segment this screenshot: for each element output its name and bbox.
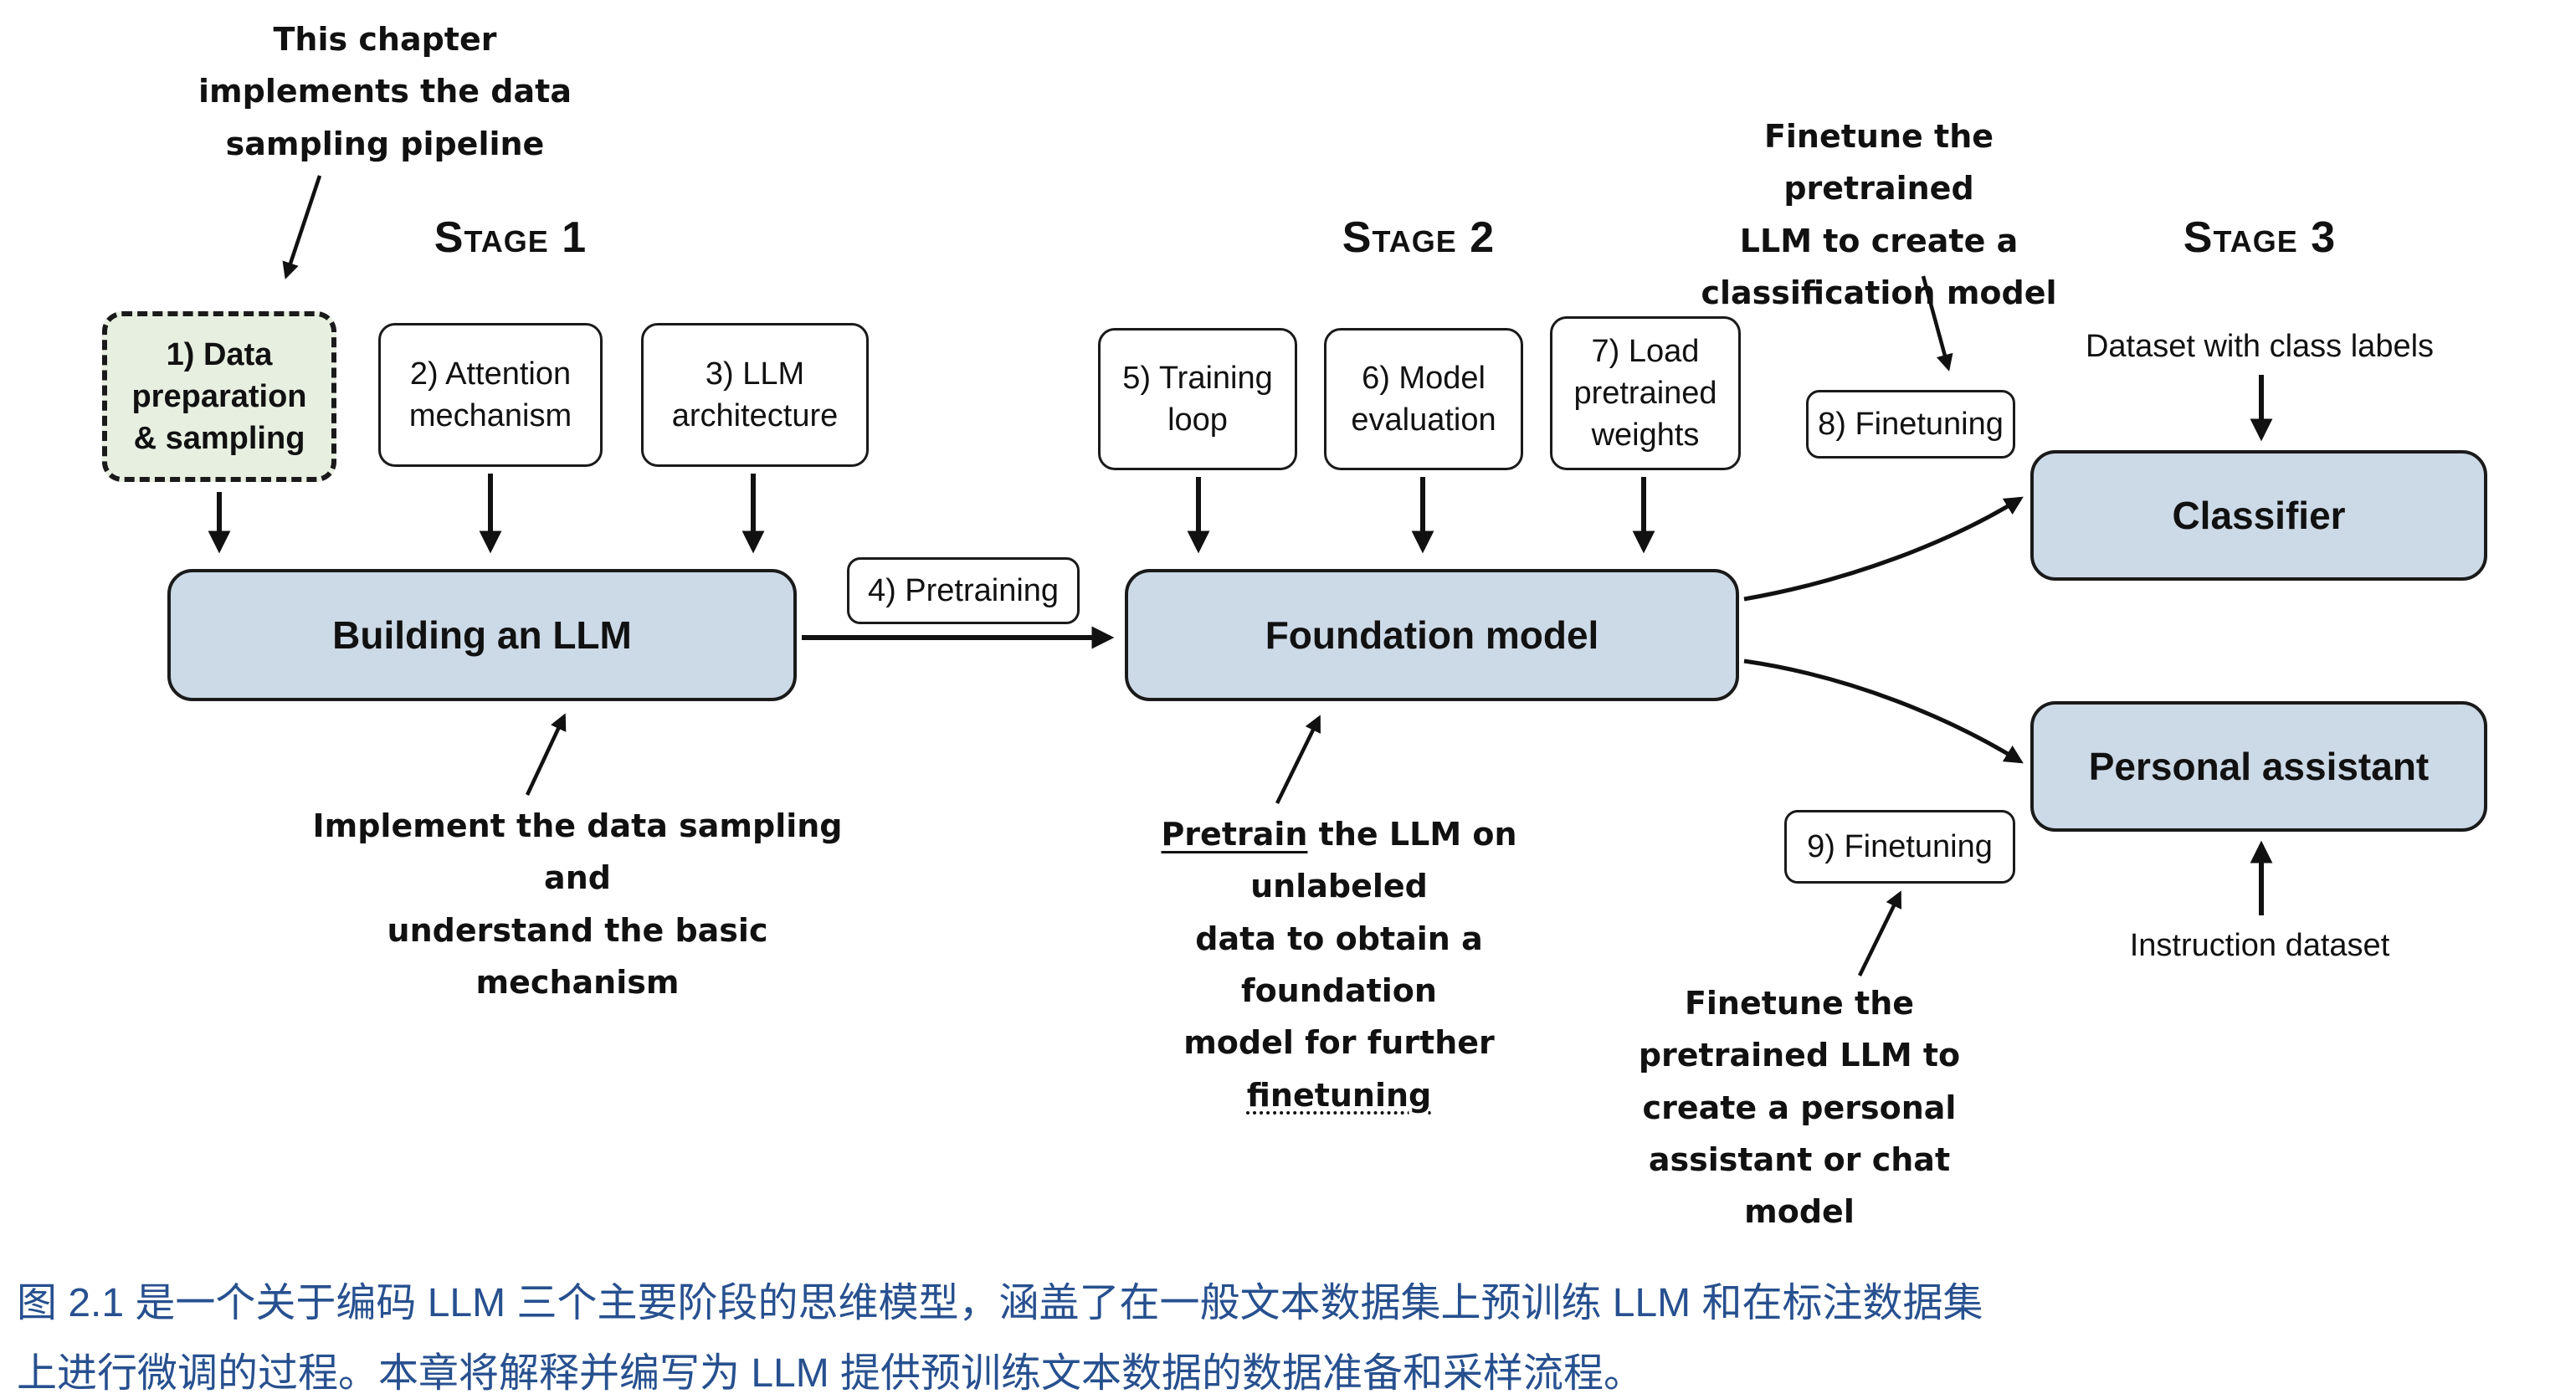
attention-mechanism-box: 2) Attention mechanism [378, 323, 603, 467]
model-evaluation-line1: 6) Model [1362, 360, 1486, 396]
figure-caption-line2: 上进行微调的过程。本章将解释并编写为 LLM 提供预训练文本数据的数据准备和采样… [17, 1350, 1645, 1396]
pretrain-underlined-word: Pretrain [1161, 816, 1308, 853]
finetuning9-label: 9) Finetuning [1807, 828, 1993, 864]
data-preparation-line2: preparation [131, 378, 307, 414]
finetuning8-box: 8) Finetuning [1806, 390, 2015, 459]
chapter-note-line1: This chapter [273, 21, 497, 58]
pretrain-note: Pretrain the LLM on unlabeled data to ob… [1096, 808, 1582, 1121]
assistant-note-line4: assistant or chat model [1648, 1140, 1951, 1231]
assistant-note-line1: Finetune the [1684, 985, 1915, 1022]
classification-note-line3: classification model [1701, 274, 2057, 311]
arrow-foundation-to-classifier [1743, 496, 2024, 602]
classifier-label: Classifier [2172, 493, 2346, 537]
building-llm-box: Building an LLM [167, 569, 797, 701]
stage3-heading: Stage 3 [2183, 213, 2337, 262]
arrow-chapter-note-to-data-prep [282, 175, 322, 279]
arrow-implement-note-to-building [525, 713, 567, 796]
personal-assistant-box: Personal assistant [2030, 701, 2487, 832]
classifier-box: Classifier [2030, 450, 2487, 581]
pretraining-label: 4) Pretraining [867, 572, 1060, 608]
architecture-line1: 3) LLM [705, 356, 805, 392]
instruction-dataset-text: Instruction dataset [2129, 928, 2390, 963]
assistant-note: Finetune the pretrained LLM to create a … [1600, 977, 1999, 1238]
dataset-class-labels-text: Dataset with class labels [2085, 329, 2435, 364]
arrow-assistant-note-to-finetuning9 [1857, 890, 1902, 976]
stage2-heading: Stage 2 [1342, 213, 1496, 262]
pretraining-box: 4) Pretraining [847, 557, 1080, 624]
pretrain-note-line1-rest: the LLM on unlabeled [1250, 816, 1517, 905]
llm-architecture-box: 3) LLM architecture [641, 323, 869, 467]
arrow-foundation-to-personal-assistant [1743, 659, 2024, 764]
building-llm-label: Building an LLM [332, 612, 632, 657]
finetuning-underlined-word: finetuning [1246, 1076, 1432, 1114]
data-preparation-line3: & sampling [133, 421, 305, 457]
model-evaluation-line2: evaluation [1351, 402, 1496, 438]
attention-line2: mechanism [408, 398, 572, 433]
foundation-model-label: Foundation model [1265, 612, 1599, 657]
training-loop-line1: 5) Training [1122, 360, 1273, 396]
finetuning8-label: 8) Finetuning [1818, 406, 2004, 442]
foundation-model-box: Foundation model [1125, 569, 1739, 701]
figure-caption-line1: 图 2.1 是一个关于编码 LLM 三个主要阶段的思维模型，涵盖了在一般文本数据… [17, 1281, 1983, 1325]
chapter-note: This chapter implements the data samplin… [142, 13, 628, 170]
assistant-note-line2: pretrained LLM to [1638, 1037, 1961, 1074]
figure-caption: 图 2.1 是一个关于编码 LLM 三个主要阶段的思维模型，涵盖了在一般文本数据… [17, 1268, 2561, 1399]
implement-note: Implement the data sampling and understa… [301, 800, 854, 1008]
data-preparation-box: 1) Data preparation & sampling [102, 311, 336, 482]
finetuning9-box: 9) Finetuning [1784, 810, 2015, 884]
pretrain-note-line3-start: model for further [1183, 1024, 1495, 1062]
classification-note-line2: LLM to create a [1739, 222, 2019, 259]
training-loop-line2: loop [1167, 402, 1228, 438]
classification-note-line1: Finetune the pretrained [1763, 118, 1994, 208]
assistant-note-line3: create a personal [1642, 1089, 1957, 1126]
classification-note: Finetune the pretrained LLM to create a … [1682, 110, 2076, 319]
pretrain-note-line3: model for further finetuning [1096, 1017, 1582, 1121]
model-evaluation-box: 6) Model evaluation [1324, 328, 1523, 470]
load-weights-line1: 7) Load [1591, 333, 1700, 369]
personal-assistant-label: Personal assistant [2088, 744, 2430, 788]
chapter-note-line2: implements the data [198, 73, 572, 110]
load-weights-box: 7) Load pretrained weights [1550, 316, 1741, 470]
implement-note-line1: Implement the data sampling and [312, 807, 843, 897]
architecture-line2: architecture [671, 398, 839, 433]
load-weights-line3: weights [1591, 418, 1700, 454]
load-weights-line2: pretrained [1573, 375, 1717, 411]
implement-note-line2: understand the basic mechanism [387, 911, 768, 1001]
pretrain-note-line2: data to obtain a foundation [1195, 920, 1483, 1009]
stage1-heading: Stage 1 [434, 213, 588, 262]
pretrain-note-line1: Pretrain the LLM on unlabeled [1096, 808, 1582, 913]
training-loop-box: 5) Training loop [1098, 328, 1297, 470]
arrow-pretrain-note-to-foundation [1275, 715, 1321, 804]
attention-line1: 2) Attention [409, 356, 572, 392]
data-preparation-line1: 1) Data [166, 336, 273, 372]
chapter-note-line3: sampling pipeline [225, 125, 545, 162]
